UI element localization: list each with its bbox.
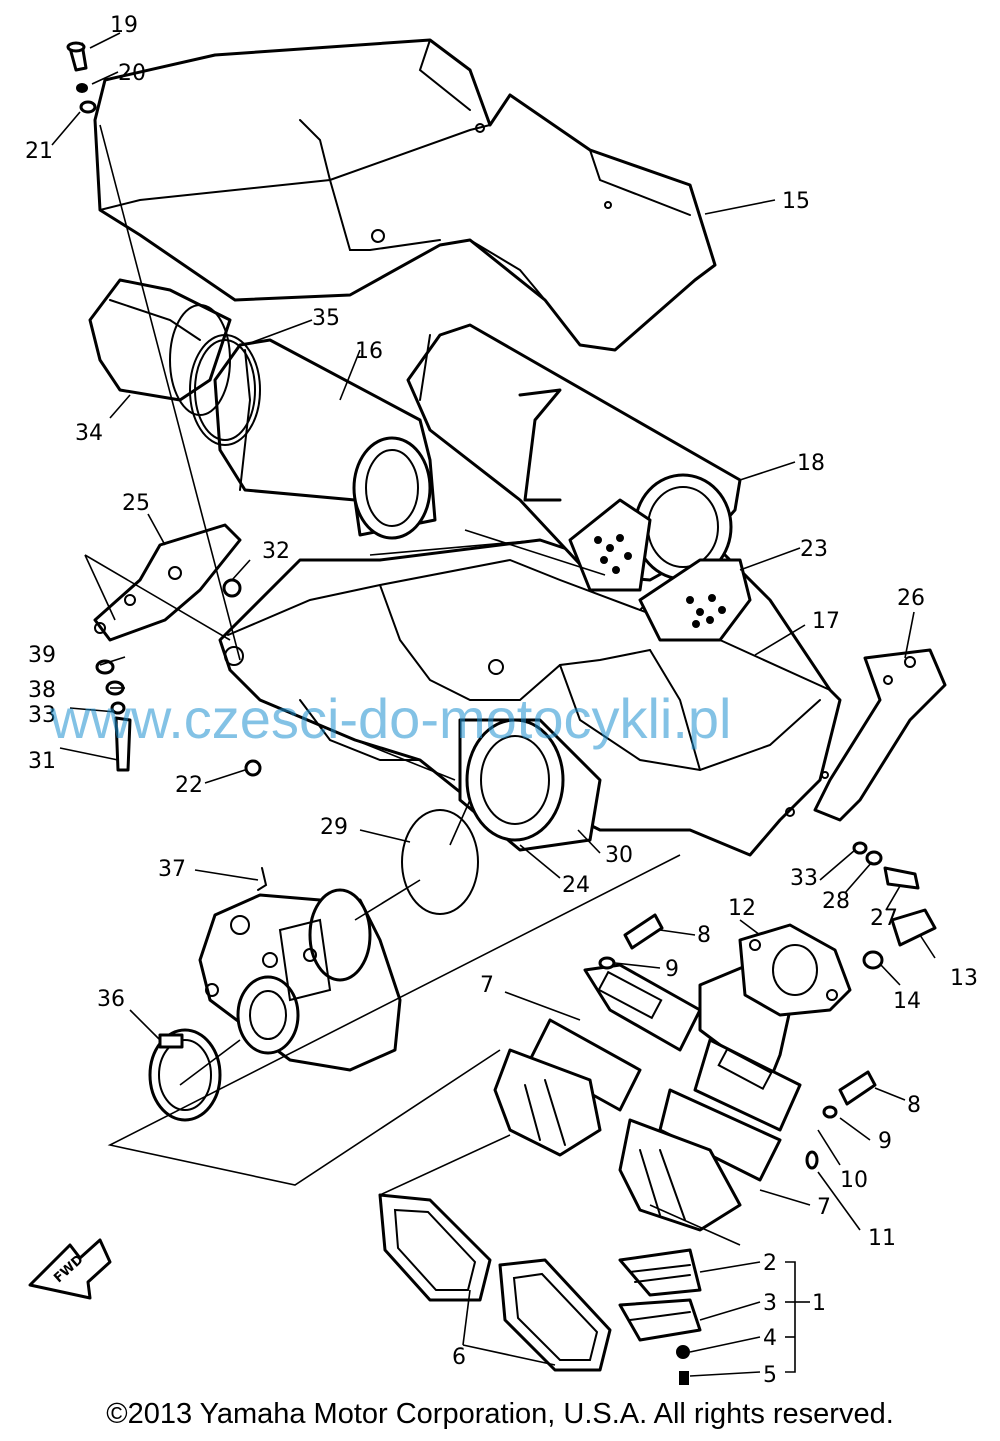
callout-14: 14 xyxy=(893,989,921,1014)
watermark: www.czesci-do-motocykli.pl xyxy=(49,687,732,750)
callout-9-lower: 9 xyxy=(878,1129,892,1154)
callout-24: 24 xyxy=(562,873,590,898)
callout-17: 17 xyxy=(812,609,840,634)
air-cleaner-cover xyxy=(93,38,717,352)
callout-labels: 19 20 21 15 35 16 34 18 25 23 32 26 17 3… xyxy=(25,13,978,1388)
callout-2: 2 xyxy=(763,1251,777,1276)
callout-20: 20 xyxy=(118,61,146,86)
copyright-notice: ©2013 Yamaha Motor Corporation, U.S.A. A… xyxy=(106,1398,894,1430)
callout-6: 6 xyxy=(452,1345,466,1370)
element-mesh-plate xyxy=(568,498,752,642)
carburetor xyxy=(198,888,402,1072)
carburetor-clip xyxy=(257,867,268,891)
callout-37: 37 xyxy=(158,857,186,882)
callout-36: 36 xyxy=(97,987,125,1012)
callout-13: 13 xyxy=(950,966,978,991)
callout-1: 1 xyxy=(812,1291,826,1316)
callout-28: 28 xyxy=(822,889,850,914)
callout-7-lower: 7 xyxy=(817,1195,831,1220)
callout-8-top: 8 xyxy=(697,923,711,948)
callout-18: 18 xyxy=(797,451,825,476)
callout-3: 3 xyxy=(763,1291,777,1316)
callout-32: 32 xyxy=(262,539,290,564)
callout-5: 5 xyxy=(763,1363,777,1388)
callout-11: 11 xyxy=(868,1226,896,1251)
callout-19: 19 xyxy=(110,13,138,38)
callout-31: 31 xyxy=(28,749,56,774)
callout-4: 4 xyxy=(763,1326,777,1351)
reed-valve-assembly xyxy=(493,963,802,1232)
callout-15: 15 xyxy=(782,189,810,214)
reed-gasket xyxy=(378,1193,612,1372)
air-filter-element-right xyxy=(406,323,742,582)
callout-39: 39 xyxy=(28,643,56,668)
bracket-right xyxy=(813,648,947,822)
fwd-arrow-icon: FWD xyxy=(28,1238,112,1300)
air-filter-element-left xyxy=(213,338,437,540)
callout-21: 21 xyxy=(25,139,53,164)
callout-26: 26 xyxy=(897,586,925,611)
leader-lines xyxy=(51,32,936,1377)
callout-34: 34 xyxy=(75,421,103,446)
callout-7-top: 7 xyxy=(480,973,494,998)
callout-9-top: 9 xyxy=(665,957,679,982)
callout-35: 35 xyxy=(312,306,340,331)
callout-33-left: 33 xyxy=(28,703,56,728)
callout-22: 22 xyxy=(175,773,203,798)
intake-funnel xyxy=(88,278,232,416)
callout-10: 10 xyxy=(840,1168,868,1193)
callout-27: 27 xyxy=(870,906,898,931)
callout-38: 38 xyxy=(28,678,56,703)
callout-25: 25 xyxy=(122,491,150,516)
callout-33-right: 33 xyxy=(790,866,818,891)
intake-manifold xyxy=(698,923,852,1082)
intake-joint xyxy=(458,718,602,852)
reed-petal xyxy=(618,1248,702,1385)
callout-23: 23 xyxy=(800,537,828,562)
joint-gasket-ring xyxy=(401,809,479,915)
bracket-left xyxy=(93,523,242,642)
hardware xyxy=(66,41,937,1170)
callout-29: 29 xyxy=(320,815,348,840)
callout-30: 30 xyxy=(605,843,633,868)
callout-16: 16 xyxy=(355,339,383,364)
intake-ring xyxy=(189,334,261,446)
callout-12: 12 xyxy=(728,896,756,921)
callout-8-lower: 8 xyxy=(907,1093,921,1118)
